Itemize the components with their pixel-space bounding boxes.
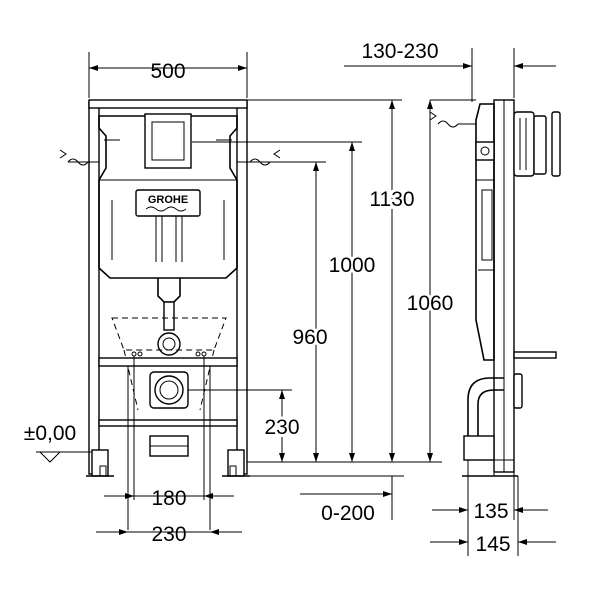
svg-text:1000: 1000 — [329, 254, 376, 277]
svg-text:180: 180 — [151, 487, 186, 510]
floor-level-marker: ±0,00 — [24, 422, 92, 463]
dim-height-1060: 1060 — [404, 99, 476, 462]
water-inlet-left-icon — [59, 149, 99, 166]
water-inlet-side-icon — [429, 111, 476, 128]
svg-text:135: 135 — [473, 500, 508, 523]
dim-width-500: 500 — [88, 52, 248, 98]
dim-width-230: 230 — [96, 523, 242, 546]
side-view-frame — [462, 99, 561, 477]
svg-text:130-230: 130-230 — [361, 40, 438, 63]
dim-wall-distance: 130-230 — [344, 40, 556, 102]
dim-height-1130: 1130 — [247, 99, 418, 462]
svg-text:±0,00: ±0,00 — [24, 422, 76, 445]
svg-text:1060: 1060 — [407, 292, 454, 315]
front-view-frame — [86, 99, 250, 530]
dim-depth-135: 135 — [432, 460, 548, 556]
svg-text:145: 145 — [475, 533, 510, 556]
svg-text:230: 230 — [264, 416, 299, 439]
svg-text:230: 230 — [151, 523, 186, 546]
svg-text:500: 500 — [150, 60, 185, 83]
dim-depth-145: 145 — [430, 476, 556, 559]
grohe-logo: GROHE — [135, 189, 201, 217]
svg-text:960: 960 — [292, 326, 327, 349]
dim-floor-adjust: 0-200 — [300, 476, 393, 525]
dim-width-180: 180 — [104, 487, 234, 510]
dim-height-960: 960 — [247, 161, 331, 462]
svg-text:0-200: 0-200 — [321, 502, 375, 525]
dim-height-1000: 1000 — [192, 141, 378, 462]
svg-text:GROHE: GROHE — [148, 194, 188, 206]
svg-text:1130: 1130 — [369, 188, 414, 211]
dim-height-230: 230 — [188, 389, 303, 462]
